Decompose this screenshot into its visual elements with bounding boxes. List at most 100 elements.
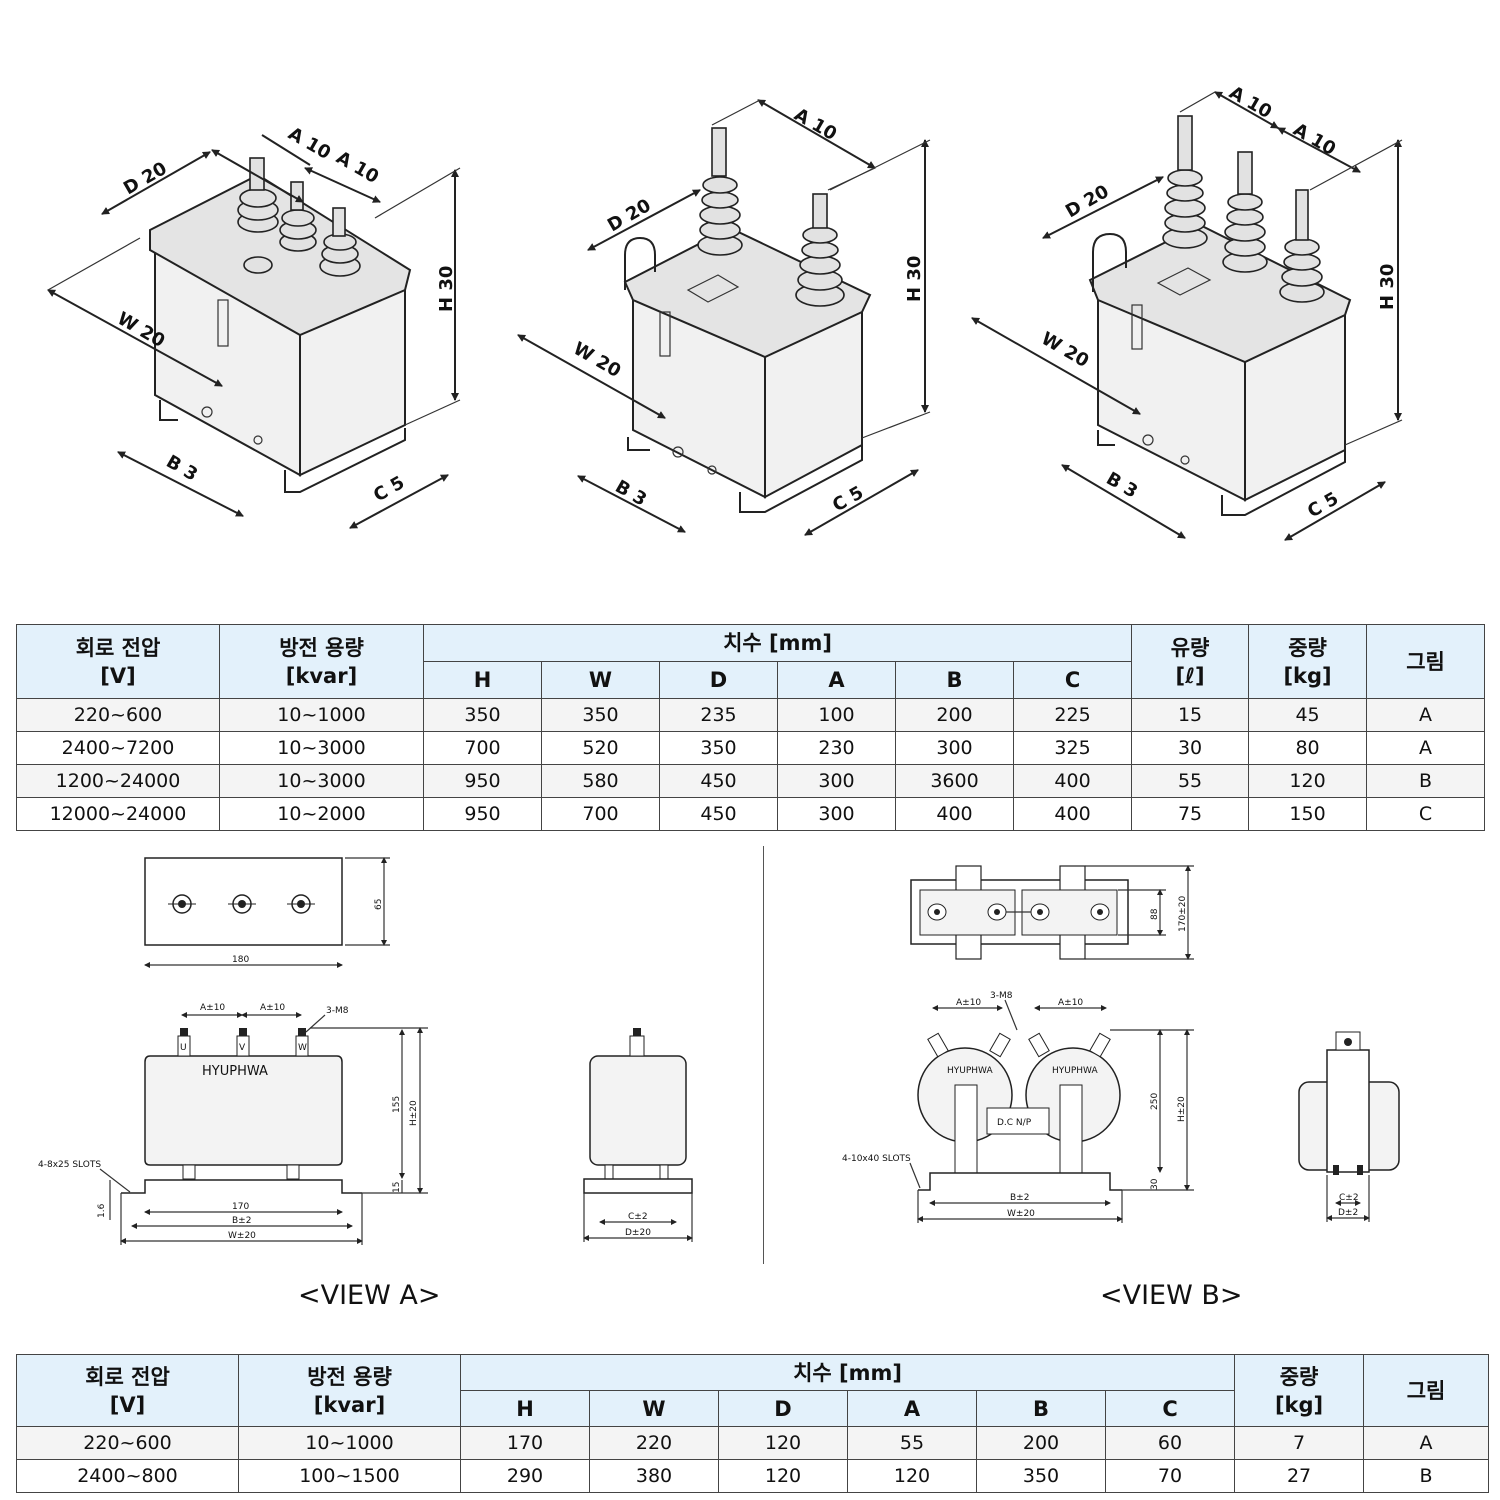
svg-text:1.6: 1.6 <box>97 1203 107 1218</box>
bushing-icon <box>1279 189 1325 303</box>
svg-text:HYUPHWA: HYUPHWA <box>202 1064 268 1079</box>
cell: 100 <box>777 698 896 732</box>
svg-text:U: U <box>180 1043 187 1053</box>
header-h: H <box>460 1390 590 1427</box>
svg-text:A±10: A±10 <box>260 1003 285 1013</box>
svg-text:155: 155 <box>392 1096 402 1113</box>
header-a: A <box>777 661 896 699</box>
svg-text:4-10x40 SLOTS: 4-10x40 SLOTS <box>842 1154 911 1164</box>
cell: 200 <box>976 1426 1106 1460</box>
dim-d: D 20 <box>604 195 655 236</box>
cell: 120 <box>718 1426 848 1460</box>
iso-capacitor-2: D 20 A 10 W 20 H 30 B 3 C 5 <box>517 99 931 536</box>
svg-text:B±2: B±2 <box>232 1216 251 1226</box>
bushing-icon <box>1222 151 1268 273</box>
header-capacity: 방전 용량[kvar] <box>219 624 424 699</box>
bushing-icon <box>795 193 845 307</box>
cell: 400 <box>1012 797 1133 831</box>
cell: 10~2000 <box>219 797 424 831</box>
dim-h: H 30 <box>436 266 457 312</box>
svg-text:C±2: C±2 <box>1339 1193 1359 1203</box>
dim-b: B 3 <box>163 451 202 485</box>
header-figure: 그림 <box>1363 1354 1490 1427</box>
cell: 55 <box>1131 764 1250 798</box>
header-voltage: 회로 전압[V] <box>16 624 220 699</box>
cell: 120 <box>1248 764 1368 798</box>
header-d: D <box>718 1390 848 1427</box>
iso-drawings: D 20 A 10 A 10 W 20 H 30 B 3 C 5 <box>47 82 1403 541</box>
header-w: W <box>541 661 660 699</box>
cell: 1200~24000 <box>16 764 220 798</box>
view-a-label: <VIEW A> <box>298 1280 441 1311</box>
cell: 30 <box>1131 731 1250 765</box>
cell: 400 <box>1012 764 1133 798</box>
cell: 120 <box>847 1459 977 1493</box>
cell: 80 <box>1248 731 1368 765</box>
cell: 10~3000 <box>219 731 424 765</box>
cell: 350 <box>541 698 660 732</box>
header-a: A <box>847 1390 977 1427</box>
cell: 2400~7200 <box>16 731 220 765</box>
view-b-side: C±2 D±2 <box>1298 1031 1400 1222</box>
svg-text:W: W <box>298 1043 307 1053</box>
cell: 235 <box>659 698 778 732</box>
cell: 300 <box>777 797 896 831</box>
cell: 10~1000 <box>219 698 424 732</box>
svg-text:A±10: A±10 <box>956 998 981 1008</box>
cell: 350 <box>423 698 542 732</box>
header-weight: 중량[kg] <box>1234 1354 1365 1427</box>
terminal-icon <box>287 894 315 914</box>
terminal-icon <box>1090 903 1110 921</box>
cell: 300 <box>895 731 1014 765</box>
cell: 12000~24000 <box>16 797 220 831</box>
header-d: D <box>659 661 778 699</box>
cell: 950 <box>423 764 542 798</box>
header-b: B <box>976 1390 1106 1427</box>
view-a-front: U V W HYUPHWA A±10 A±10 3-M8 155 H±20 15… <box>38 1003 428 1245</box>
bushing-icon <box>279 181 317 252</box>
svg-text:3-M8: 3-M8 <box>990 991 1013 1001</box>
svg-text:88: 88 <box>1150 908 1160 920</box>
cell: 150 <box>1248 797 1368 831</box>
header-oil: 유량[ℓ] <box>1131 624 1250 699</box>
svg-text:3-M8: 3-M8 <box>326 1006 349 1016</box>
iso-capacitor-1: D 20 A 10 A 10 W 20 H 30 B 3 C 5 <box>47 123 461 529</box>
header-c: C <box>1012 661 1133 699</box>
svg-text:H±20: H±20 <box>1177 1096 1187 1122</box>
dim-a: A 10 <box>1290 119 1340 160</box>
cell: A <box>1363 1426 1490 1460</box>
terminal-icon <box>987 903 1007 921</box>
cell: A <box>1366 731 1486 765</box>
cell: 100~1500 <box>238 1459 461 1493</box>
svg-text:A±10: A±10 <box>200 1003 225 1013</box>
cell: 580 <box>541 764 660 798</box>
terminal-icon <box>168 894 196 914</box>
header-voltage: 회로 전압[V] <box>16 1354 239 1427</box>
svg-text:A±10: A±10 <box>1058 998 1083 1008</box>
cell: 350 <box>976 1459 1106 1493</box>
cell: 60 <box>1104 1426 1236 1460</box>
dim-a: A 10 <box>1226 82 1276 123</box>
header-c: C <box>1104 1390 1236 1427</box>
cell: 220 <box>589 1426 719 1460</box>
svg-text:15: 15 <box>392 1182 402 1193</box>
cell: A <box>1366 698 1486 732</box>
svg-text:W±20: W±20 <box>228 1231 256 1241</box>
bushing-icon <box>697 127 743 256</box>
svg-text:180: 180 <box>232 955 249 965</box>
spec-table-small: 회로 전압[V] 방전 용량[kvar] 치수 [mm] 중량[kg] 그림 H… <box>16 1354 1490 1493</box>
dim-a: A 10 <box>285 123 335 164</box>
cell: 450 <box>659 797 778 831</box>
svg-text:D±20: D±20 <box>625 1228 651 1238</box>
cell: 325 <box>1012 731 1133 765</box>
svg-text:B±2: B±2 <box>1010 1193 1029 1203</box>
svg-text:HYUPHWA: HYUPHWA <box>1052 1066 1098 1076</box>
cell: B <box>1366 764 1486 798</box>
cell: 3600 <box>895 764 1014 798</box>
cell: 400 <box>895 797 1014 831</box>
svg-text:C±2: C±2 <box>628 1212 648 1222</box>
cell: 230 <box>777 731 896 765</box>
